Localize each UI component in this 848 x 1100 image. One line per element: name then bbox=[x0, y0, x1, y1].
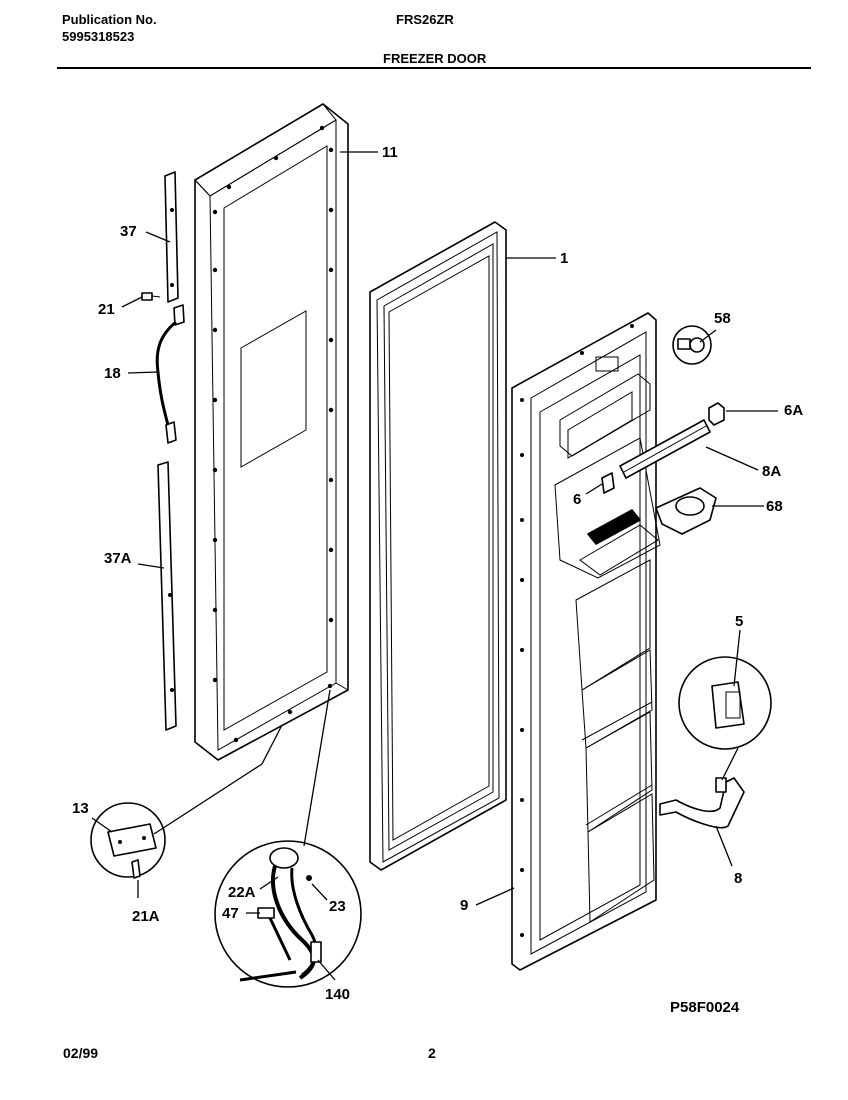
part-5-inset-circle bbox=[678, 656, 772, 750]
callout-22a: 22A bbox=[228, 884, 256, 901]
header-rule bbox=[57, 67, 811, 69]
part-8a-bar bbox=[619, 419, 711, 479]
footer-page-number: 2 bbox=[428, 1045, 436, 1061]
figure-code: P58F0024 bbox=[670, 999, 740, 1016]
callout-8a: 8A bbox=[762, 463, 781, 480]
callout-23: 23 bbox=[329, 898, 346, 915]
lower-trim-strip bbox=[157, 461, 177, 731]
callout-18: 18 bbox=[104, 365, 121, 382]
publication-label: Publication No. bbox=[62, 12, 157, 27]
door-gasket bbox=[369, 221, 507, 871]
publication-number: 5995318523 bbox=[62, 29, 135, 44]
callout-1: 1 bbox=[560, 250, 568, 267]
outer-door-panel bbox=[194, 103, 349, 761]
callout-140: 140 bbox=[325, 986, 350, 1003]
callout-21a: 21A bbox=[132, 908, 160, 925]
part-68-paddle bbox=[655, 487, 717, 535]
callout-8: 8 bbox=[734, 870, 742, 887]
callout-68: 68 bbox=[766, 498, 783, 515]
hinge-screw bbox=[141, 292, 161, 301]
inner-door-liner bbox=[511, 312, 661, 971]
callout-37: 37 bbox=[120, 223, 137, 240]
callout-11: 11 bbox=[382, 144, 398, 161]
callout-6a: 6A bbox=[784, 402, 803, 419]
callout-21: 21 bbox=[98, 301, 115, 318]
callout-47: 47 bbox=[222, 905, 239, 922]
callout-58: 58 bbox=[714, 310, 731, 327]
leader-lines bbox=[91, 151, 778, 981]
inset-connector-lines bbox=[153, 689, 739, 847]
part-6-button bbox=[601, 472, 615, 494]
callout-labels: 11 1 37 21 18 37A 58 6A 8A 6 68 5 13 21A… bbox=[72, 144, 803, 1016]
callout-5: 5 bbox=[735, 613, 743, 630]
callout-13: 13 bbox=[72, 800, 89, 817]
callout-6: 6 bbox=[573, 491, 581, 508]
part-58-screw bbox=[672, 325, 712, 365]
part-6a-clip bbox=[708, 402, 725, 426]
callout-9: 9 bbox=[460, 897, 468, 914]
model-number: FRS26ZR bbox=[396, 12, 454, 27]
footer-date: 02/99 bbox=[63, 1045, 98, 1061]
part-8-handle bbox=[659, 777, 745, 829]
callout-37a: 37A bbox=[104, 550, 132, 567]
hinge-inset-circle bbox=[90, 802, 166, 879]
hinge-bracket-cable bbox=[155, 304, 185, 444]
section-title: FREEZER DOOR bbox=[383, 51, 487, 66]
left-trim-strip bbox=[164, 171, 179, 303]
wire-harness-inset bbox=[214, 840, 362, 988]
